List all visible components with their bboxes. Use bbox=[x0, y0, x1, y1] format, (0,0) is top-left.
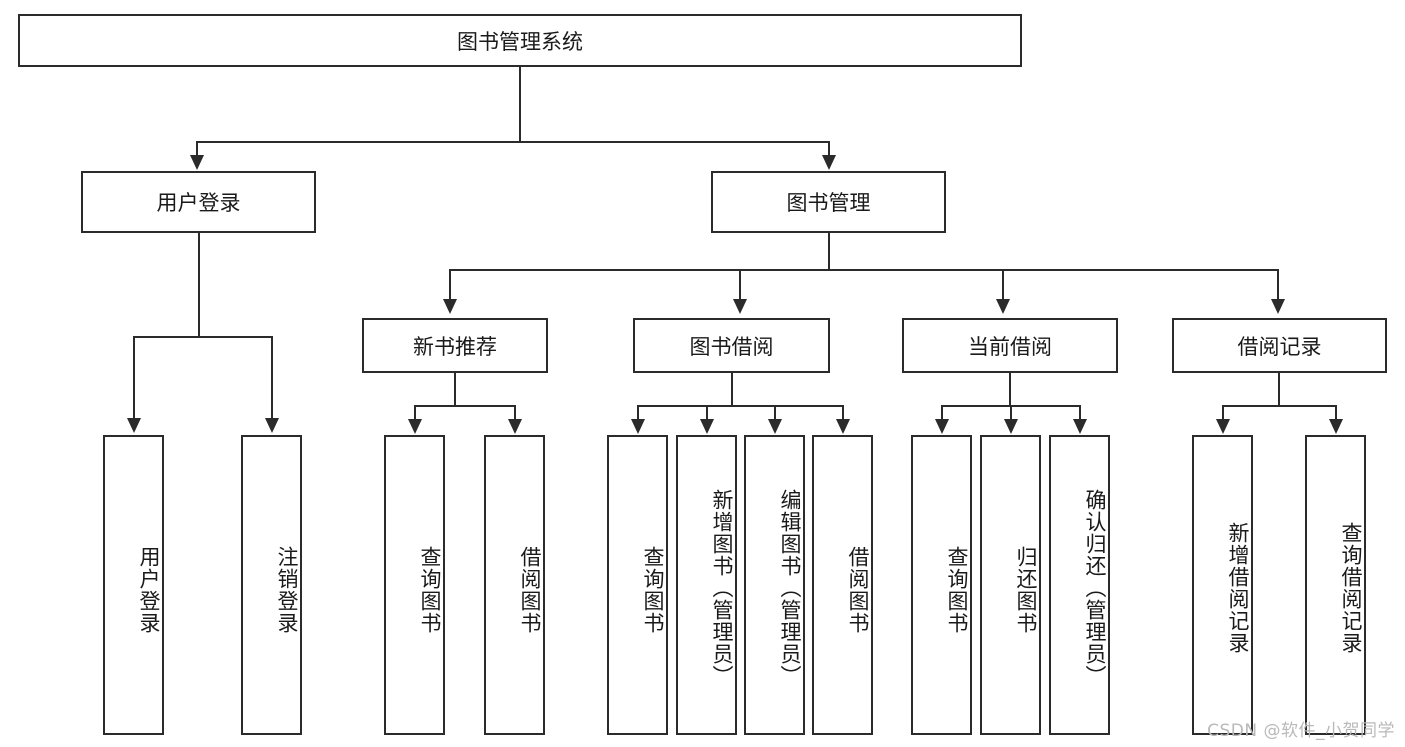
connector-user-login-stem bbox=[198, 233, 200, 338]
connector-root-to-user-login bbox=[196, 141, 198, 157]
connector-user-login-branch-2 bbox=[271, 336, 273, 420]
connector-book-management-bar bbox=[449, 269, 1279, 271]
arrowhead-current-borrow-leaf-2 bbox=[1004, 419, 1018, 434]
arrowhead-to-borrow-record bbox=[1271, 299, 1285, 314]
leaf-borrow-record-query-record[interactable]: 查询借阅记录 bbox=[1305, 435, 1366, 735]
connector-root-bar bbox=[196, 141, 830, 143]
connector-book-management-branch-4 bbox=[1277, 269, 1279, 301]
leaf-label: 注销登录 bbox=[275, 546, 299, 634]
leaf-current-borrow-query-book[interactable]: 查询图书 bbox=[911, 435, 972, 735]
leaf-book-borrow-edit-book-admin[interactable]: 编辑图书（管理员） bbox=[744, 435, 805, 735]
connector-book-borrow-stem bbox=[731, 373, 733, 407]
arrowhead-root-to-user-login bbox=[190, 155, 204, 170]
connector-book-borrow-bar bbox=[637, 405, 844, 407]
leaf-label: 编辑图书（管理员） bbox=[778, 489, 802, 687]
connector-book-borrow-branch-4 bbox=[842, 405, 844, 421]
leaf-book-borrow-add-book-admin[interactable]: 新增图书（管理员） bbox=[676, 435, 737, 735]
connector-new-book-recommend-stem bbox=[454, 373, 456, 407]
leaf-label: 归还图书 bbox=[1014, 546, 1038, 634]
leaf-current-borrow-confirm-return-admin[interactable]: 确认归还（管理员） bbox=[1049, 435, 1110, 735]
arrowhead-new-book-leaf-1 bbox=[408, 419, 422, 434]
leaf-label: 新增借阅记录 bbox=[1226, 522, 1250, 654]
arrowhead-book-borrow-leaf-3 bbox=[768, 419, 782, 434]
connector-book-management-stem bbox=[828, 233, 830, 271]
arrowhead-book-borrow-leaf-2 bbox=[700, 419, 714, 434]
connector-current-borrow-branch-3 bbox=[1079, 405, 1081, 421]
connector-book-management-branch-2 bbox=[739, 269, 741, 301]
arrowhead-user-login-leaf-1 bbox=[127, 418, 141, 433]
arrowhead-borrow-record-leaf-2 bbox=[1329, 419, 1343, 434]
node-book-management[interactable]: 图书管理 bbox=[711, 171, 946, 233]
leaf-current-borrow-return-book[interactable]: 归还图书 bbox=[980, 435, 1041, 735]
connector-borrow-record-branch-2 bbox=[1335, 405, 1337, 421]
leaf-label: 查询图书 bbox=[418, 546, 442, 634]
arrowhead-book-borrow-leaf-1 bbox=[631, 419, 645, 434]
arrowhead-new-book-leaf-2 bbox=[508, 419, 522, 434]
leaf-new-book-borrow-book[interactable]: 借阅图书 bbox=[484, 435, 545, 735]
connector-root-stem bbox=[519, 67, 521, 142]
connector-root-to-book-management bbox=[828, 141, 830, 157]
connector-current-borrow-branch-2 bbox=[1010, 405, 1012, 421]
node-book-borrow[interactable]: 图书借阅 bbox=[633, 318, 830, 373]
connector-user-login-bar bbox=[133, 336, 273, 338]
arrowhead-root-to-book-management bbox=[822, 155, 836, 170]
connector-user-login-branch-1 bbox=[133, 336, 135, 420]
node-root-book-management-system[interactable]: 图书管理系统 bbox=[18, 14, 1022, 67]
leaf-label: 查询图书 bbox=[641, 546, 665, 634]
leaf-user-login-logout[interactable]: 注销登录 bbox=[241, 435, 302, 735]
leaf-label: 查询图书 bbox=[945, 546, 969, 634]
node-user-login[interactable]: 用户登录 bbox=[81, 171, 316, 233]
arrowhead-current-borrow-leaf-3 bbox=[1073, 419, 1087, 434]
connector-current-borrow-stem bbox=[1009, 373, 1011, 407]
node-current-borrow[interactable]: 当前借阅 bbox=[902, 318, 1118, 373]
arrowhead-to-book-borrow bbox=[733, 299, 747, 314]
connector-borrow-record-stem bbox=[1278, 373, 1280, 407]
connector-current-borrow-branch-1 bbox=[941, 405, 943, 421]
connector-book-management-branch-1 bbox=[449, 269, 451, 301]
connector-book-management-branch-3 bbox=[1002, 269, 1004, 301]
leaf-label: 查询借阅记录 bbox=[1339, 522, 1363, 654]
connector-borrow-record-branch-1 bbox=[1222, 405, 1224, 421]
arrowhead-to-new-book-recommend bbox=[443, 299, 457, 314]
node-new-book-recommend[interactable]: 新书推荐 bbox=[362, 318, 548, 373]
connector-new-book-recommend-branch-2 bbox=[514, 405, 516, 421]
arrowhead-user-login-leaf-2 bbox=[265, 418, 279, 433]
connector-new-book-recommend-branch-1 bbox=[414, 405, 416, 421]
connector-book-borrow-branch-1 bbox=[637, 405, 639, 421]
leaf-label: 借阅图书 bbox=[518, 546, 542, 634]
connector-new-book-recommend-bar bbox=[414, 405, 516, 407]
node-borrow-record[interactable]: 借阅记录 bbox=[1172, 318, 1387, 373]
leaf-label: 用户登录 bbox=[137, 546, 161, 634]
leaf-label: 新增图书（管理员） bbox=[710, 489, 734, 687]
leaf-book-borrow-borrow-book[interactable]: 借阅图书 bbox=[812, 435, 873, 735]
arrowhead-to-current-borrow bbox=[996, 299, 1010, 314]
arrowhead-book-borrow-leaf-4 bbox=[836, 419, 850, 434]
leaf-new-book-query-book[interactable]: 查询图书 bbox=[384, 435, 445, 735]
leaf-book-borrow-query-book[interactable]: 查询图书 bbox=[607, 435, 668, 735]
leaf-label: 借阅图书 bbox=[846, 546, 870, 634]
leaf-user-login-login[interactable]: 用户登录 bbox=[103, 435, 164, 735]
connector-book-borrow-branch-3 bbox=[774, 405, 776, 421]
arrowhead-borrow-record-leaf-1 bbox=[1216, 419, 1230, 434]
arrowhead-current-borrow-leaf-1 bbox=[935, 419, 949, 434]
watermark-text: CSDN @软件_小贺同学 bbox=[1207, 721, 1395, 741]
connector-borrow-record-bar bbox=[1222, 405, 1337, 407]
leaf-borrow-record-add-record[interactable]: 新增借阅记录 bbox=[1192, 435, 1253, 735]
connector-book-borrow-branch-2 bbox=[706, 405, 708, 421]
leaf-label: 确认归还（管理员） bbox=[1083, 489, 1107, 687]
